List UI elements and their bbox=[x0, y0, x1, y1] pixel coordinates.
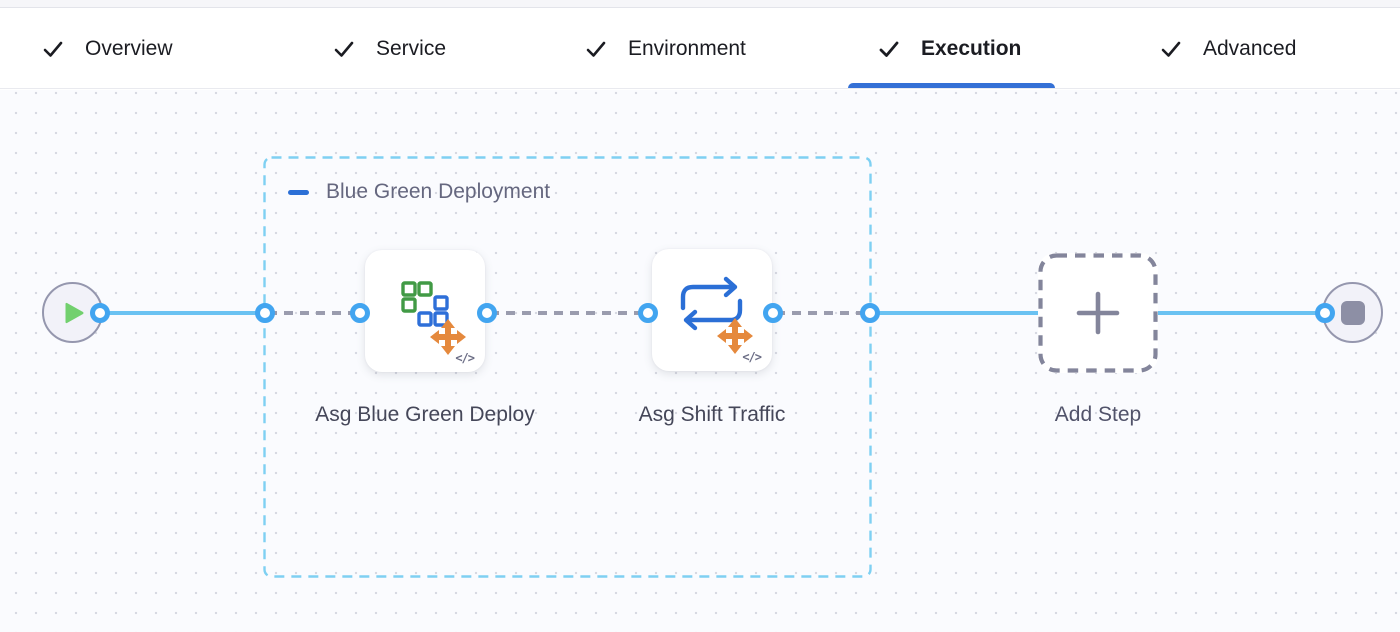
asg-blue-green-deploy-icon bbox=[401, 281, 466, 355]
connector-line bbox=[870, 311, 1040, 315]
step-label: Asg Blue Green Deploy bbox=[315, 403, 535, 426]
tab-label: Advanced bbox=[1203, 36, 1297, 60]
connector-line-dashed bbox=[490, 311, 648, 315]
connector-line bbox=[1156, 311, 1326, 315]
tab-execution[interactable]: Execution bbox=[847, 9, 1056, 88]
code-icon: </> bbox=[455, 351, 475, 365]
connector-port[interactable] bbox=[1315, 303, 1335, 323]
tab-label: Environment bbox=[628, 36, 746, 60]
tab-label: Service bbox=[376, 36, 447, 60]
connector-port[interactable] bbox=[763, 303, 783, 323]
check-icon bbox=[334, 41, 354, 57]
step-label: Asg Shift Traffic bbox=[638, 403, 786, 426]
window-top-strip bbox=[0, 0, 1400, 8]
move-arrows-icon bbox=[717, 318, 753, 354]
connector-line bbox=[100, 311, 265, 315]
tab-label: Overview bbox=[85, 36, 173, 60]
play-icon bbox=[65, 302, 84, 323]
connector-port[interactable] bbox=[255, 303, 275, 323]
connector-port[interactable] bbox=[860, 303, 880, 323]
move-arrows-icon bbox=[430, 319, 466, 355]
connector-port[interactable] bbox=[638, 303, 658, 323]
step-asg-blue-green-deploy[interactable]: </> bbox=[365, 250, 485, 372]
check-icon bbox=[43, 41, 63, 57]
tab-environment[interactable]: Environment bbox=[585, 9, 746, 88]
check-icon bbox=[879, 41, 899, 57]
connector-port[interactable] bbox=[350, 303, 370, 323]
pipeline-canvas[interactable]: Blue Green Deployment bbox=[0, 90, 1400, 632]
connector-line-dashed bbox=[268, 311, 360, 315]
add-step-button[interactable] bbox=[1038, 253, 1158, 373]
code-icon: </> bbox=[742, 350, 762, 364]
plus-icon bbox=[1076, 291, 1120, 335]
tab-service[interactable]: Service bbox=[333, 9, 446, 88]
connector-port[interactable] bbox=[477, 303, 497, 323]
check-icon bbox=[1161, 41, 1181, 57]
connector-line-dashed bbox=[776, 311, 870, 315]
tab-overview[interactable]: Overview bbox=[42, 9, 173, 88]
group-title: Blue Green Deployment bbox=[326, 180, 551, 203]
asg-shift-traffic-icon bbox=[680, 276, 753, 354]
check-icon bbox=[586, 41, 606, 57]
add-step-label: Add Step bbox=[1054, 403, 1142, 426]
tab-label: Execution bbox=[921, 36, 1022, 60]
stop-icon bbox=[1340, 300, 1365, 325]
step-asg-shift-traffic[interactable]: </> bbox=[652, 249, 772, 371]
group-collapse-minus-icon[interactable] bbox=[288, 190, 309, 195]
connector-port[interactable] bbox=[90, 303, 110, 323]
tab-advanced[interactable]: Advanced bbox=[1160, 9, 1296, 88]
stage-group-outline bbox=[263, 156, 872, 578]
pipeline-stage-tabbar: Overview Service Environment Execution A… bbox=[0, 9, 1400, 89]
